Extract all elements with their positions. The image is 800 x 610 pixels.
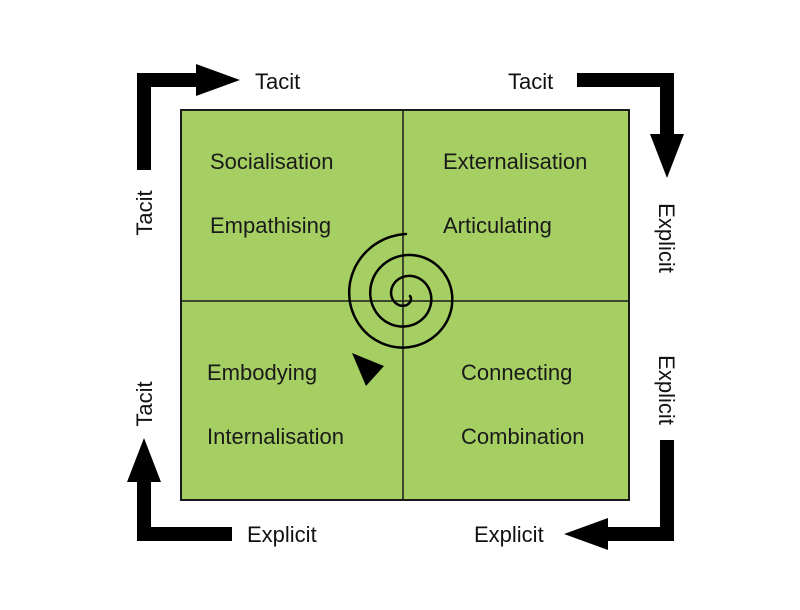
quadrant-bottom-right-activity: Connecting (461, 360, 572, 385)
edge-label-top-left-horizontal: Tacit (255, 69, 300, 94)
corner-arrow-bottom-left-icon (127, 438, 232, 541)
quadrant-top-left-activity: Empathising (210, 213, 331, 238)
quadrant-top-left-mode: Socialisation (210, 149, 334, 174)
quadrant-top-right-activity: Articulating (443, 213, 552, 238)
corner-arrow-top-left-head (196, 64, 240, 96)
corner-arrow-top-right-shaft (577, 73, 674, 138)
quadrant-bottom-right: Connecting Combination (461, 360, 585, 449)
edge-label-top-right-vertical: Explicit (654, 203, 679, 273)
spiral-arrow-icon (347, 232, 454, 386)
corner-arrow-bottom-left-shaft (137, 478, 232, 541)
edge-label-bottom-right-vertical: Explicit (654, 355, 679, 425)
quadrant-top-right: Externalisation Articulating (443, 149, 587, 238)
corner-arrow-top-right-head (650, 134, 684, 178)
corner-arrow-bottom-right-shaft (604, 440, 674, 541)
corner-arrow-top-right-icon (577, 73, 684, 178)
quadrant-bottom-right-mode: Combination (461, 424, 585, 449)
quadrant-bottom-left-activity: Embodying (207, 360, 317, 385)
corner-arrow-bottom-right-icon (564, 440, 674, 550)
edge-label-bottom-left-horizontal: Explicit (247, 522, 317, 547)
edge-label-top-right-horizontal: Tacit (508, 69, 553, 94)
spiral-curve (347, 232, 454, 349)
edge-label-bottom-left-vertical: Tacit (132, 381, 157, 426)
corner-arrow-bottom-right-head (564, 518, 608, 550)
edge-label-bottom-right-horizontal: Explicit (474, 522, 544, 547)
spiral-arrowhead (352, 353, 384, 386)
corner-arrow-bottom-left-head (127, 438, 161, 482)
quadrant-top-left: Socialisation Empathising (210, 149, 334, 238)
corner-arrow-top-left-icon (137, 64, 240, 170)
quadrant-bottom-left: Embodying Internalisation (207, 360, 344, 449)
corner-arrow-top-left-shaft (137, 73, 200, 170)
quadrant-bottom-left-mode: Internalisation (207, 424, 344, 449)
edge-label-top-left-vertical: Tacit (132, 190, 157, 235)
quadrant-top-right-mode: Externalisation (443, 149, 587, 174)
